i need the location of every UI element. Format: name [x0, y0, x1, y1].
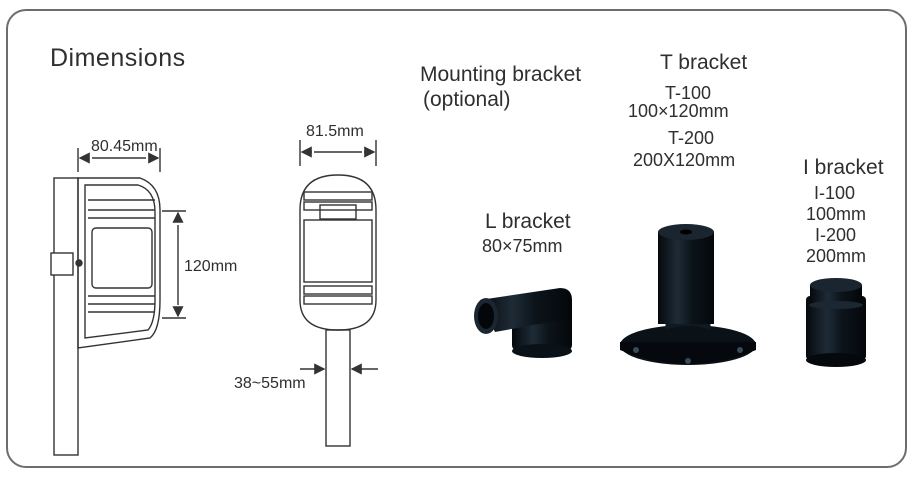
i-bracket-model2: I-200 — [815, 225, 857, 245]
i-bracket-size2: 200mm — [806, 246, 867, 266]
mounting-bracket-optional: (optional) — [423, 88, 511, 111]
front-housing — [299, 174, 377, 331]
side-view-drawing — [50, 148, 186, 456]
side-housing — [77, 177, 161, 349]
mount-block — [50, 252, 74, 276]
t-bracket-size1: 100×120mm — [628, 101, 729, 121]
t-bracket-name: T bracket — [660, 51, 748, 74]
i-bracket-model1: I-100 — [814, 183, 856, 203]
front-window — [303, 219, 373, 283]
page-title: Dimensions — [50, 44, 186, 72]
i-bracket-image — [806, 278, 866, 367]
pole-diameter-label: 38~55mm — [234, 375, 306, 392]
front-pole — [325, 329, 351, 447]
side-housing-inner — [84, 184, 156, 339]
i-bracket-size1: 100mm — [806, 204, 867, 224]
t-bracket-model1: T-100 — [665, 83, 712, 103]
side-window — [91, 227, 153, 289]
l-bracket-size: 80×75mm — [482, 236, 563, 256]
wall-post — [53, 177, 79, 456]
i-bracket-name: I bracket — [803, 156, 884, 179]
diagram-frame — [6, 9, 907, 468]
side-height-label: 120mm — [184, 258, 238, 275]
front-view-drawing — [299, 140, 378, 447]
front-width-label: 81.5mm — [306, 123, 364, 140]
mounting-bracket-title: Mounting bracket — [420, 63, 582, 86]
l-bracket-image — [474, 288, 572, 358]
t-bracket-image — [620, 224, 756, 365]
l-bracket-name: L bracket — [485, 210, 571, 233]
t-bracket-size2: 200X120mm — [633, 150, 736, 170]
t-bracket-model2: T-200 — [668, 128, 715, 148]
front-band-top — [303, 191, 373, 201]
side-width-label: 80.45mm — [91, 138, 158, 155]
